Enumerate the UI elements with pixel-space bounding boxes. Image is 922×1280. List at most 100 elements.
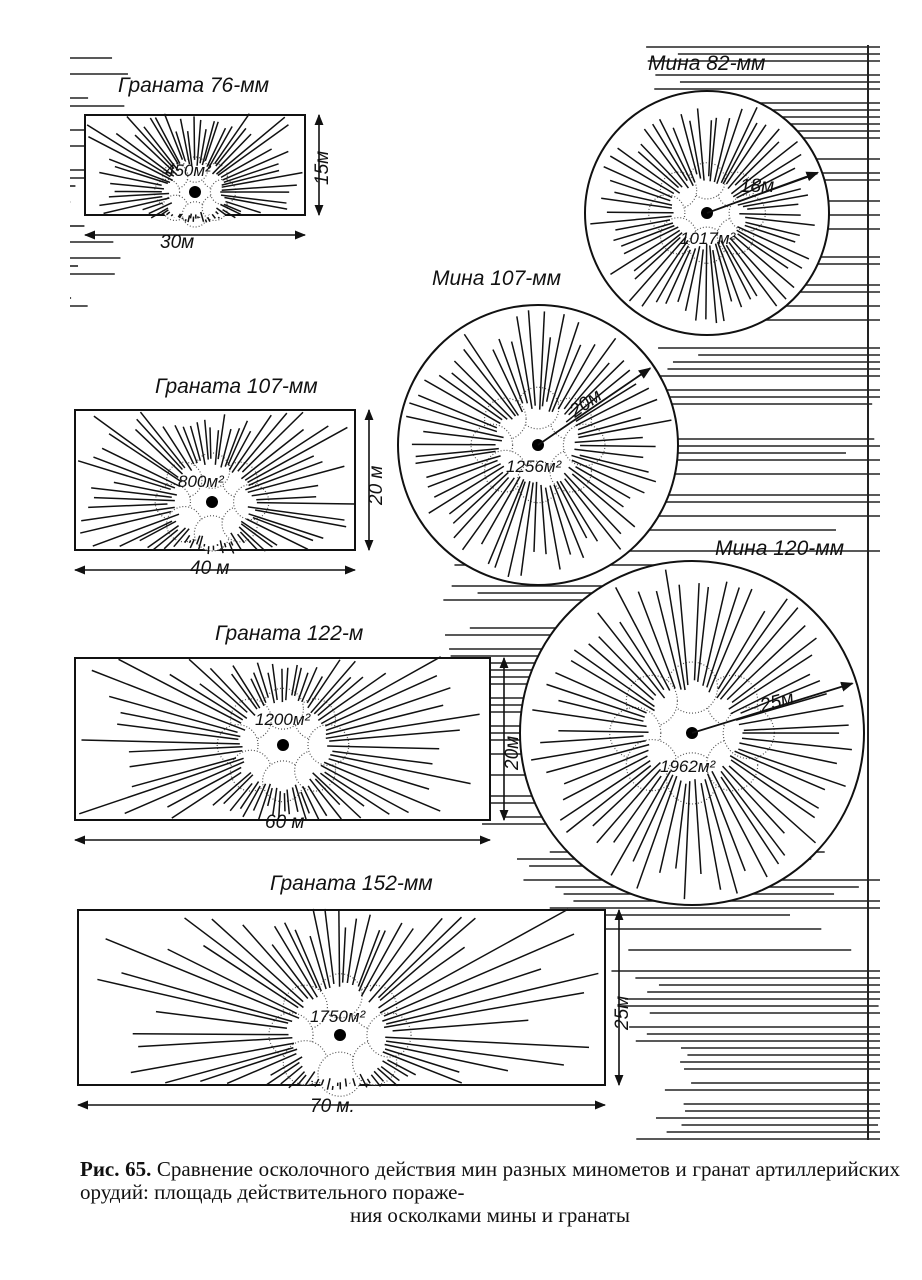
fragment-ray — [385, 1036, 590, 1049]
fragment-ray — [738, 748, 846, 788]
fragment-ray — [220, 428, 232, 468]
fragment-ray — [88, 136, 174, 182]
height-label: 20 м — [366, 466, 387, 506]
fragment-ray — [301, 666, 318, 703]
fragment-ray — [606, 211, 674, 214]
fragment-ray — [195, 535, 201, 545]
fragment-ray — [641, 239, 689, 307]
fragment-ray — [717, 610, 766, 690]
fragment-ray — [223, 774, 254, 805]
fragment-ray — [252, 783, 267, 811]
fragment-ray — [738, 704, 844, 726]
fragment-ray — [325, 713, 480, 740]
fragment-ray — [288, 1071, 306, 1089]
fragment-ray — [108, 695, 238, 734]
fragment-ray — [266, 787, 273, 807]
fragment-ray — [382, 1060, 409, 1077]
fragment-ray — [731, 637, 817, 704]
fragment-ray — [283, 922, 318, 989]
fragment-ray — [221, 171, 303, 188]
fragment-ray — [211, 133, 252, 175]
fragment-ray — [373, 1070, 385, 1082]
fragment-ray — [384, 1048, 460, 1073]
fragment-ray — [613, 775, 662, 843]
fragment-ray — [577, 398, 658, 431]
fragment-ray — [174, 424, 195, 465]
fragment-ray — [232, 665, 261, 709]
fragment-ray — [80, 510, 172, 534]
fragment-ray — [328, 758, 430, 790]
width-label: 70 м. — [310, 1096, 355, 1117]
fragment-ray — [452, 471, 509, 524]
fragment-ray — [694, 779, 702, 875]
fragment-ray — [386, 972, 599, 1025]
fragment-ray — [118, 658, 242, 724]
fragment-ray — [463, 348, 517, 417]
fragment-ray — [387, 1059, 417, 1076]
area-label: 1200м² — [255, 710, 311, 729]
burst-point — [334, 1029, 346, 1041]
fragment-ray — [719, 607, 799, 700]
fragment-ray — [546, 683, 645, 718]
fragment-ray — [324, 675, 438, 727]
fragment-ray — [406, 415, 504, 439]
fragment-ray — [707, 120, 713, 177]
fragment-ray — [325, 687, 451, 732]
fragment-ray — [91, 669, 246, 731]
fragment-ray — [747, 203, 799, 210]
fragment-ray — [369, 928, 414, 992]
fragment-ray — [236, 533, 246, 544]
fragment-ray — [325, 704, 444, 736]
fragment-ray — [563, 362, 610, 415]
fragment-ray — [93, 415, 179, 479]
fragment-ray — [124, 761, 245, 815]
figure-title: Граната 122-м — [215, 622, 363, 645]
fragment-ray — [636, 775, 678, 889]
fragment-ray — [317, 676, 364, 716]
fragment-ray — [578, 419, 672, 439]
fragment-ray — [149, 117, 179, 165]
fragment-ray — [610, 229, 681, 276]
fragment-ray — [693, 583, 700, 681]
caption-number: Рис. 65. — [80, 1157, 152, 1181]
fragment-ray — [532, 709, 647, 728]
fragment-ray — [619, 621, 665, 691]
fragment-ray — [302, 786, 320, 821]
fragment-ray — [108, 158, 171, 184]
fragment-ray — [696, 586, 710, 682]
fragment-ray — [409, 402, 498, 433]
fragment-ray — [620, 224, 675, 247]
fragment-ray — [494, 481, 526, 568]
fragment-ray — [556, 480, 588, 539]
fragment-ray — [415, 450, 496, 465]
fragment-ray — [596, 768, 662, 844]
fragment-ray — [742, 194, 809, 208]
fragment-ray — [541, 337, 552, 407]
fragment-ray — [280, 1065, 303, 1085]
fragment-ray — [319, 772, 365, 807]
fragment-ray — [712, 250, 725, 322]
fragment-ray — [150, 207, 169, 219]
fragment-ray — [108, 192, 170, 198]
fragment-ray — [312, 908, 331, 989]
fragment-ray — [366, 1078, 371, 1084]
fragment-ray — [633, 232, 683, 272]
fragment-ray — [222, 208, 236, 219]
fragment-ray — [126, 116, 175, 170]
fragment-ray — [153, 529, 179, 550]
fragment-ray — [546, 743, 650, 774]
smoke-puff — [307, 723, 350, 767]
height-label: 15м — [312, 151, 333, 185]
fragment-ray — [628, 236, 687, 302]
fragment-ray — [217, 124, 289, 177]
fragment-ray — [114, 165, 169, 185]
fragment-ray — [711, 770, 768, 878]
fragment-ray — [291, 664, 298, 696]
fragment-ray — [314, 778, 341, 806]
fragment-ray — [228, 542, 235, 554]
figure-title: Мина 120-мм — [715, 537, 844, 560]
fragment-ray — [451, 372, 508, 420]
fragment-ray — [564, 478, 622, 550]
fragment-ray — [108, 433, 182, 483]
fragment-ray — [129, 750, 243, 768]
